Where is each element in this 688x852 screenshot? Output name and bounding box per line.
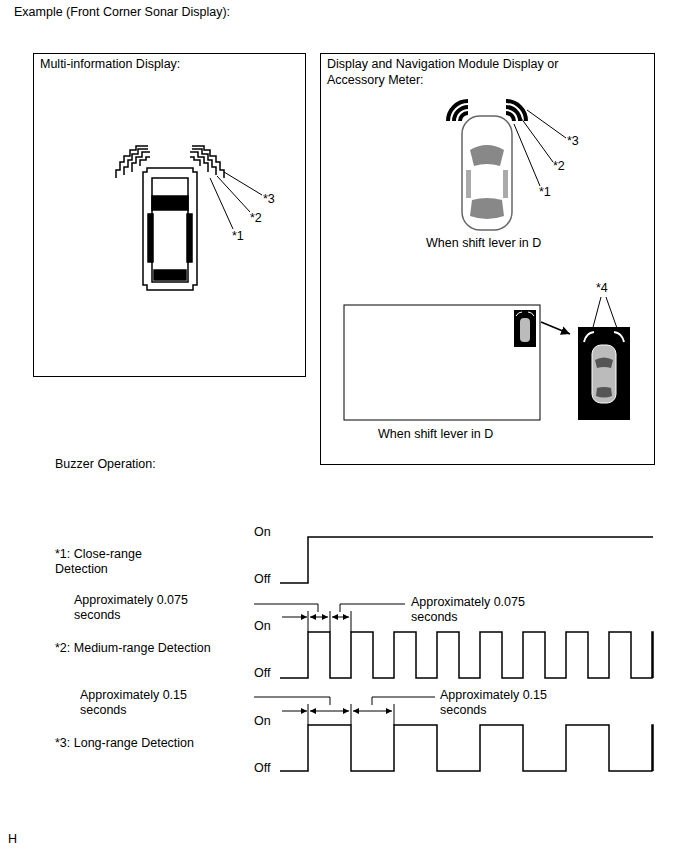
section-heading: Buzzer Operation: — [55, 457, 156, 472]
signal-level: Off — [254, 666, 270, 681]
signal-level: Off — [254, 761, 270, 776]
duration: Approximately 0.075 seconds — [411, 595, 551, 625]
callout-number: *3 — [263, 192, 275, 207]
waveforms — [280, 537, 653, 771]
car-top-view — [462, 116, 512, 230]
duration: Approximately 0.075 seconds — [74, 593, 214, 623]
signal-level: On — [254, 525, 271, 540]
car-icon — [143, 168, 197, 290]
screen — [344, 297, 630, 420]
title: Example (Front Corner Sonar Display): — [14, 5, 230, 20]
signal-name: *2: Medium-range Detection — [55, 641, 211, 656]
signal-name: *3: Long-range Detection — [55, 736, 194, 751]
signal-name: *1: Close-range Detection — [55, 547, 175, 577]
callout-number: *3 — [567, 134, 579, 149]
signal-level: On — [254, 714, 271, 729]
callout-number: *4 — [596, 281, 608, 296]
panel-heading: Display and Navigation Module Display or… — [321, 54, 583, 91]
duration: Approximately 0.15 seconds — [80, 688, 210, 718]
caption: When shift lever in D — [426, 236, 541, 251]
callout-number: *1 — [232, 229, 244, 244]
signal-level: On — [254, 619, 271, 634]
display-panel: Display and Navigation Module Display or… — [320, 53, 655, 465]
callout-number: *2 — [250, 211, 262, 226]
page-mark: H — [8, 832, 17, 847]
callout-number: *2 — [553, 159, 565, 174]
timing-marks — [254, 604, 435, 725]
sonar-arcs — [448, 101, 526, 121]
callout-number: *1 — [539, 185, 551, 200]
display-panel: Multi-information Display: — [33, 53, 306, 377]
caption: When shift lever in D — [378, 427, 503, 442]
duration: Approximately 0.15 seconds — [440, 688, 570, 718]
panel-heading: Multi-information Display: — [34, 54, 305, 76]
signal-level: Off — [254, 572, 270, 587]
sonar-segments — [116, 146, 224, 178]
leader-lines — [210, 110, 566, 229]
